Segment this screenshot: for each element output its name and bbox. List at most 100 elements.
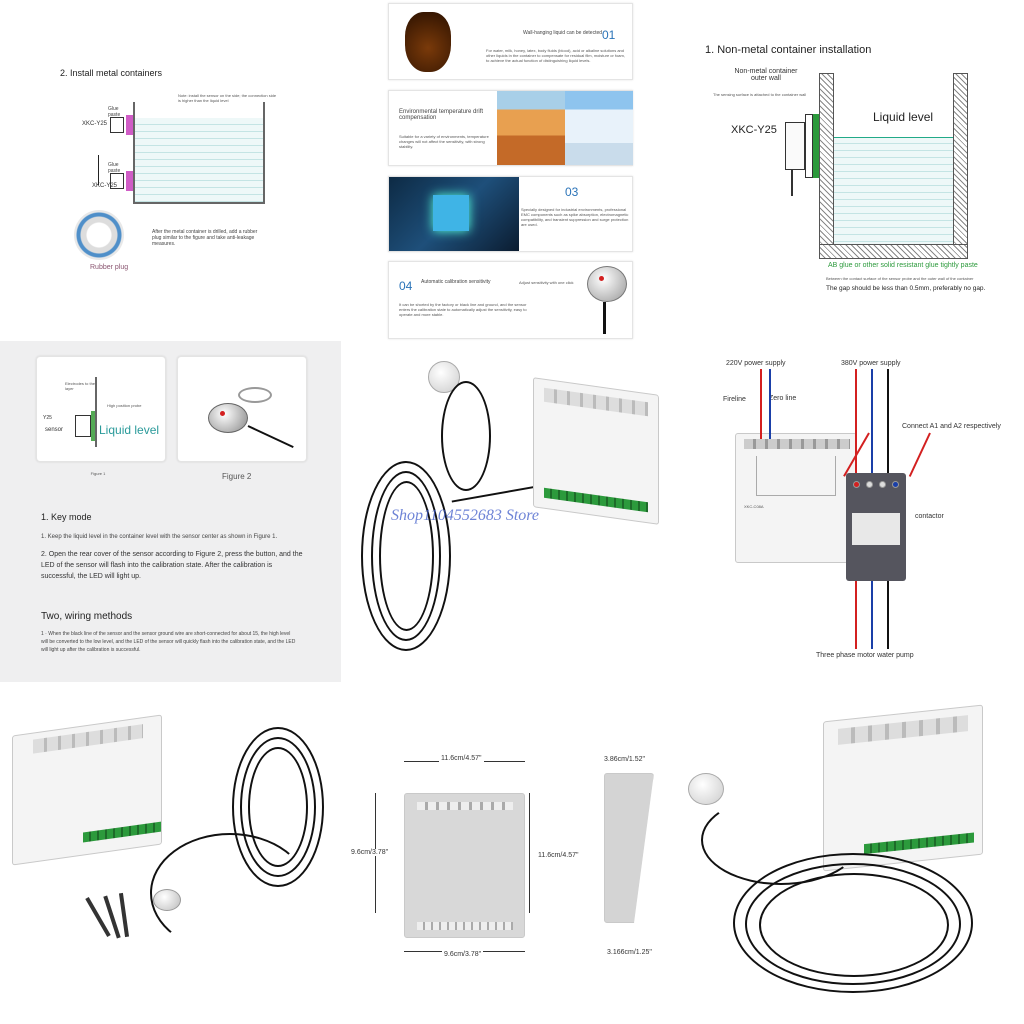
contactor-terminal-a1 xyxy=(853,481,860,488)
zero-line-label: Zero line xyxy=(769,395,797,402)
glue-upper xyxy=(126,115,133,135)
photo2-lead xyxy=(701,795,861,885)
panel-wiring: 220V power supply 380V power supply Fire… xyxy=(683,341,1024,682)
fireline-label: Fireline xyxy=(723,396,746,403)
photo2-coil-2 xyxy=(745,863,961,985)
photo2-terminals-top xyxy=(838,715,968,745)
rubber-plug-label: Rubber plug xyxy=(90,264,129,271)
model-label-upper: XKC-Y25 xyxy=(82,121,108,127)
screw-icon-3 xyxy=(118,892,130,938)
power220-label: 220V power supply xyxy=(726,360,786,367)
feature-2-title: Environmental temperature drift compensa… xyxy=(399,109,484,121)
panel-features: 01 Wall-hanging liquid can be detected F… xyxy=(388,0,638,341)
wiring-text: 1 · When the black line of the sensor an… xyxy=(41,631,296,653)
cable-coil-1 xyxy=(441,381,491,491)
cable-coil-4 xyxy=(379,481,434,631)
gap-note: The gap should be less than 0.5mm, prefe… xyxy=(826,285,986,292)
panel1-title: 2. Install metal containers xyxy=(60,68,163,78)
panel-product-screws xyxy=(0,683,341,1024)
probe-cable xyxy=(603,302,606,334)
top-view-terminals-bottom xyxy=(417,922,513,930)
sensor-body xyxy=(785,122,805,170)
zero-wire xyxy=(769,369,771,439)
dim-height-left: 9.6cm/3.78" xyxy=(351,849,389,856)
key-mode-title: 1. Key mode xyxy=(41,512,92,522)
fig1-liquid-label: Liquid level xyxy=(99,423,160,437)
fig1-y25: Y25 xyxy=(43,415,52,421)
container-wall-left xyxy=(819,73,834,259)
panel-dimensions: 11.6cm/4.57" 9.6cm/3.78" 11.6cm/4.57" 9.… xyxy=(341,683,682,1024)
feature-4-number: 04 xyxy=(399,279,413,293)
outer-wall-label: Non-metal container outer wall xyxy=(734,68,798,82)
wire-left xyxy=(98,155,99,185)
contactor-body xyxy=(846,473,906,581)
photo2-coil-3 xyxy=(759,873,949,977)
dim-width-top: 11.6cm/4.57" xyxy=(439,755,484,762)
contactor-face xyxy=(852,513,900,545)
top-view-terminals-top xyxy=(417,802,513,810)
model-label: XKC-Y25 xyxy=(731,124,777,136)
fig1-probe xyxy=(91,411,95,441)
terminal-row-top xyxy=(544,387,648,417)
fig1-wall xyxy=(95,377,97,447)
snow-image xyxy=(565,91,633,165)
connect-label: Connect A1 and A2 respectively xyxy=(902,423,1001,430)
figure1-card: Electrodes to the layer High position pr… xyxy=(36,356,166,462)
wine-glass-image xyxy=(405,12,451,72)
cable-coil-3 xyxy=(371,471,441,641)
panel-metal-container: 2. Install metal containers Note: instal… xyxy=(0,0,341,341)
liquid-surface xyxy=(834,137,953,138)
figure2-card xyxy=(177,356,307,462)
fig1-top-note: Electrodes to the layer xyxy=(65,381,96,391)
container-wall-bottom xyxy=(819,244,968,259)
feature-card-1: 01 Wall-hanging liquid can be detected F… xyxy=(388,3,633,80)
desert-image xyxy=(497,91,565,165)
probe-led xyxy=(599,276,604,281)
module-top-view xyxy=(404,793,525,938)
cable-coil-2 xyxy=(361,461,451,651)
store-watermark: Shop1104552683 Store xyxy=(391,507,539,524)
module-front-terminals-bottom xyxy=(83,821,161,843)
contactor-label: contactor xyxy=(915,513,944,520)
container-wall-right xyxy=(953,73,968,259)
controller-module-front xyxy=(12,714,162,866)
panel-key-mode: Electrodes to the layer High position pr… xyxy=(0,341,341,682)
feature-card-2: Environmental temperature drift compensa… xyxy=(388,90,633,166)
fig2-led xyxy=(220,411,225,416)
glue-label-upper: Glue paste xyxy=(108,106,121,118)
rubber-plug-icon xyxy=(74,210,124,260)
dim-depth-bottom: 3.166cm/1.25" xyxy=(607,949,652,956)
fig2-cap xyxy=(238,387,272,403)
sensor-lower xyxy=(110,173,124,189)
panel-nonmetal: 1. Non-metal container installation Non-… xyxy=(683,0,1024,341)
panel-product-photo-2 xyxy=(683,683,1024,1024)
arrow-a2 xyxy=(908,432,931,477)
feature-1-text: For water, milk, honey, latex, body flui… xyxy=(486,48,625,63)
power380-label: 380V power supply xyxy=(841,360,901,367)
photo2-probe xyxy=(688,773,724,805)
dim-depth-top: 3.86cm/1.52" xyxy=(604,756,646,763)
cable-to-probe xyxy=(150,833,310,953)
model-label-lower: XKC-Y25 xyxy=(92,183,118,189)
fig1-sensor-box xyxy=(75,415,91,437)
terminal-row-bottom xyxy=(544,487,648,513)
contactor-terminal-2 xyxy=(866,481,873,488)
module-side-view xyxy=(604,773,654,923)
liquid-level-label: Liquid level xyxy=(873,110,934,124)
glue-note: AB glue or other solid resistant glue ti… xyxy=(828,262,978,269)
fig1-high: High position probe xyxy=(107,403,142,408)
feature-card-3: 03 Specially designed for industrial env… xyxy=(388,176,633,252)
panel-product-photo: Shop1104552683 Store xyxy=(341,341,682,682)
feature-2-text: Suitable for a variety of environments, … xyxy=(399,134,489,149)
metal-container xyxy=(133,102,265,204)
liquid-body xyxy=(834,137,953,244)
dim-height-right: 11.6cm/4.57" xyxy=(538,852,579,859)
feature-1-number: 01 xyxy=(602,28,616,42)
dim-width-bottom: 9.6cm/3.78" xyxy=(442,951,484,958)
glue-layer xyxy=(813,114,819,178)
panel1-top-note: Note: install the sensor on the side; th… xyxy=(178,93,277,103)
feature-4-title: Automatic calibration sensitivity xyxy=(421,279,491,285)
sensor-upper xyxy=(110,117,124,133)
controller-module-photo xyxy=(533,377,659,525)
key-mode-step1: 1. Keep the liquid level in the containe… xyxy=(41,534,278,540)
